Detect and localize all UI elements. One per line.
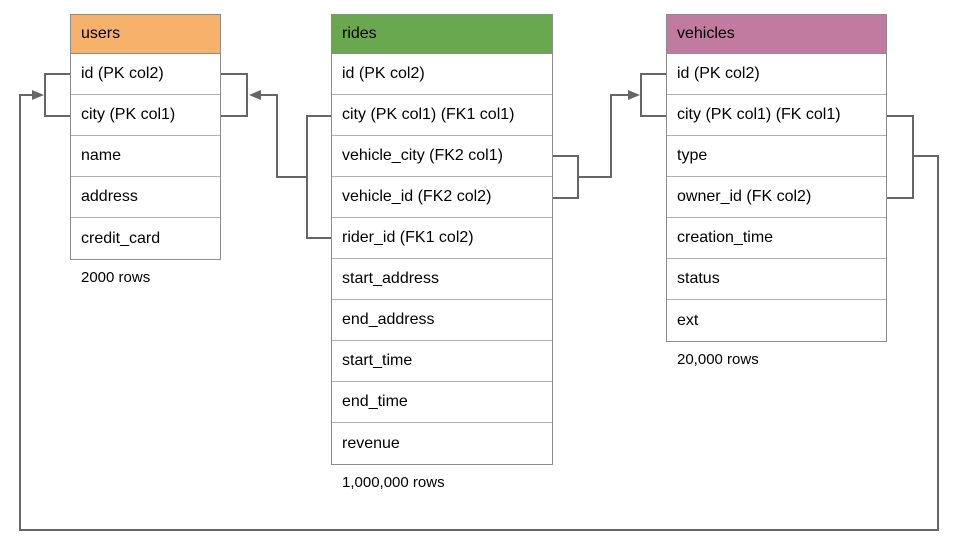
fk2-arrowhead-icon xyxy=(628,90,640,100)
fk2-vehicles-bracket xyxy=(640,73,666,117)
fk1-rides-bracket xyxy=(306,115,331,239)
table-column-row: creation_time xyxy=(667,218,886,259)
table-vehicles-columns: id (PK col2)city (PK col1) (FK col1)type… xyxy=(666,54,887,342)
table-column-row: city (PK col1) (FK col1) xyxy=(667,95,886,136)
table-column-row: name xyxy=(71,136,220,177)
table-column-row: vehicle_id (FK2 col2) xyxy=(332,177,552,218)
table-column-row: start_time xyxy=(332,341,552,382)
fk1-users-bracket xyxy=(220,73,248,117)
table-vehicles-header: vehicles xyxy=(666,14,887,54)
fk1-connector-rides-to-users xyxy=(220,73,331,239)
table-column-row: address xyxy=(71,177,220,218)
table-rides: rides id (PK col2)city (PK col1) (FK1 co… xyxy=(331,14,553,491)
fk2-connector-rides-to-vehicles xyxy=(553,73,666,199)
table-column-row: rider_id (FK1 col2) xyxy=(332,218,552,259)
fk-vehicles-bracket xyxy=(887,115,914,199)
table-column-row: ext xyxy=(677,311,699,329)
table-column-row: start_address xyxy=(332,259,552,300)
fk2-rides-bracket xyxy=(553,155,579,199)
table-column-row: vehicle_city (FK2 col1) xyxy=(332,136,552,177)
table-column-row: revenue xyxy=(342,434,400,452)
table-rides-row-count: 1,000,000 rows xyxy=(342,474,445,491)
table-column-row: city (PK col1) xyxy=(71,95,220,136)
table-column-row: status xyxy=(667,259,886,300)
table-column-row: id (PK col2) xyxy=(332,54,552,95)
table-users-header: users xyxy=(70,14,221,54)
table-rides-columns: id (PK col2)city (PK col1) (FK1 col1)veh… xyxy=(331,54,553,465)
table-column-row: owner_id (FK col2) xyxy=(667,177,886,218)
table-column-row: city (PK col1) (FK1 col1) xyxy=(332,95,552,136)
fk-arrowhead-icon xyxy=(32,90,44,100)
table-users-row-count: 2000 rows xyxy=(81,269,151,286)
table-vehicles-row-count: 20,000 rows xyxy=(677,351,759,368)
fk2-stem xyxy=(578,94,629,178)
table-column-row: id (PK col2) xyxy=(71,54,220,95)
table-column-row: id (PK col2) xyxy=(667,54,886,95)
table-column-row: end_address xyxy=(332,300,552,341)
table-column-row: type xyxy=(667,136,886,177)
table-column-row: credit_card xyxy=(81,229,161,247)
fk-users-bracket xyxy=(44,73,70,117)
table-vehicles: vehicles id (PK col2)city (PK col1) (FK … xyxy=(666,14,887,368)
fk1-stem xyxy=(260,94,307,178)
table-column-row: end_time xyxy=(332,382,552,423)
table-rides-header: rides xyxy=(331,14,553,54)
fk1-arrowhead-icon xyxy=(249,90,261,100)
